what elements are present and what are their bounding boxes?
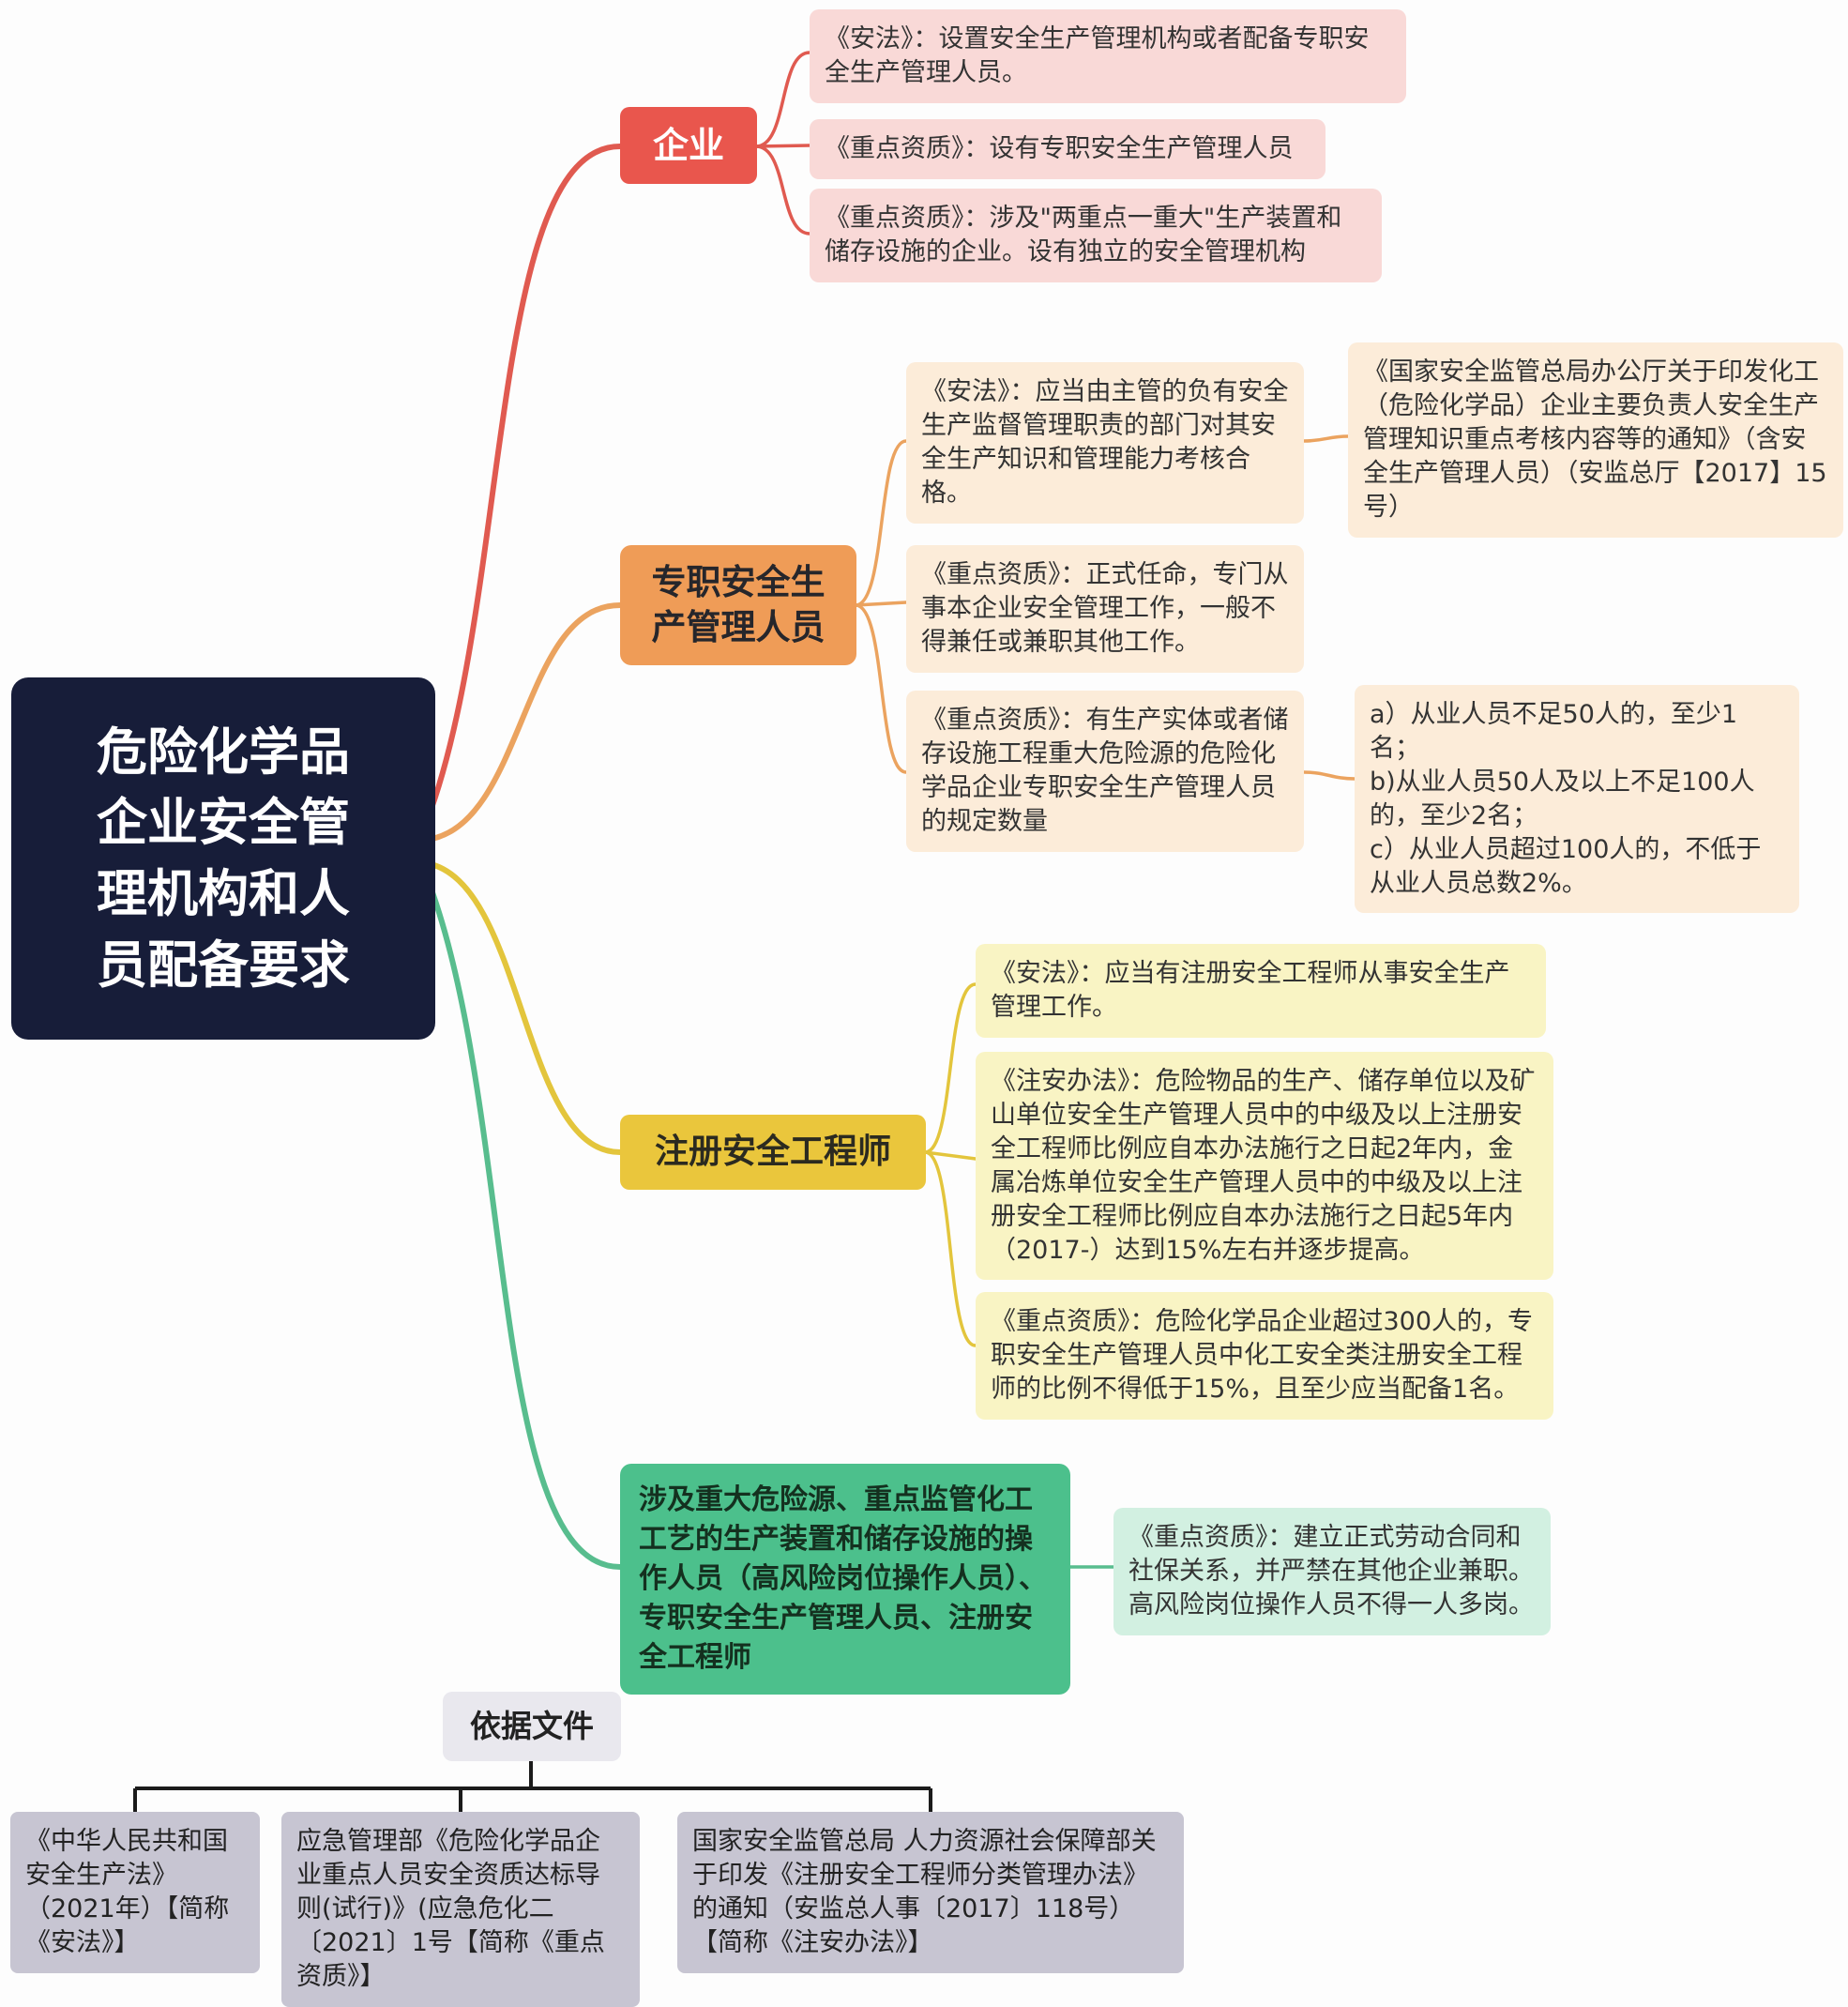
- fulltime-item-1: 《安法》：应当由主管的负有安全生产监督管理职责的部门对其安全生产知识和管理能力考…: [906, 362, 1304, 524]
- connector-engineer-item1: [923, 982, 977, 1154]
- connector-fulltime-item1: [854, 439, 908, 607]
- connector-fulltime-note1: [1302, 434, 1350, 443]
- connector-enterprise-item1: [754, 51, 811, 148]
- fulltime-item-3: 《重点资质》：有生产实体或者储存设施工程重大危险源的危险化学品企业专职安全生产管…: [906, 691, 1304, 852]
- enterprise-item-3: 《重点资质》：涉及"两重点一重大"生产装置和储存设施的企业。设有独立的安全管理机…: [810, 189, 1382, 282]
- fulltime-note-2: a）从业人员不足50人的，至少1名； b)从业人员50人及以上不足100人的，至…: [1355, 685, 1799, 914]
- engineer-item-1: 《安法》：应当有注册安全工程师从事安全生产管理工作。: [976, 944, 1546, 1038]
- reference-doc-3: 国家安全监管总局 人力资源社会保障部关于印发《注册安全工程师分类管理办法》的通知…: [677, 1812, 1184, 1973]
- connector-root-enterprise: [424, 144, 623, 824]
- fulltime-note-1: 《国家安全监管总局办公厅关于印发化工（危险化学品）企业主要负责人安全生产管理知识…: [1348, 342, 1843, 538]
- connector-engineer-item3: [923, 1150, 977, 1347]
- reference-label: 依据文件: [443, 1692, 621, 1761]
- connector-fulltime-item2: [854, 601, 908, 607]
- fulltime-item-2: 《重点资质》：正式任命，专门从事本企业安全管理工作，一般不得兼任或兼职其他工作。: [906, 545, 1304, 673]
- root-topic: 危险化学品企业安全管理机构和人员配备要求: [11, 677, 435, 1040]
- branch-fulltime-label: 专职安全生产管理人员: [620, 545, 856, 665]
- highrisk-item-1: 《重点资质》：建立正式劳动合同和社保关系，并严禁在其他企业兼职。高风险岗位操作人…: [1113, 1508, 1551, 1635]
- branch-highrisk-label: 涉及重大危险源、重点监管化工工艺的生产装置和储存设施的操作人员（高风险岗位操作人…: [620, 1464, 1070, 1695]
- connector-enterprise-item2: [754, 144, 811, 148]
- connector-enterprise-item3: [754, 144, 811, 236]
- connector-fulltime-note2: [1302, 770, 1356, 781]
- engineer-item-3: 《重点资质》：危险化学品企业超过300人的，专职安全生产管理人员中化工安全类注册…: [976, 1292, 1553, 1420]
- connector-root-highrisk: [424, 874, 623, 1570]
- connector-fulltime-item3: [854, 603, 908, 774]
- connector-root-engineer: [424, 860, 623, 1155]
- reference-doc-1: 《中华人民共和国安全生产法》（2021年）【简称《安法》】: [10, 1812, 260, 1973]
- connector-engineer-item2: [923, 1150, 977, 1161]
- enterprise-item-1: 《安法》：设置安全生产管理机构或者配备专职安全生产管理人员。: [810, 9, 1406, 103]
- connector-root-fulltime: [424, 602, 623, 843]
- branch-engineer-label: 注册安全工程师: [620, 1115, 926, 1190]
- reference-doc-2: 应急管理部《危险化学品企业重点人员安全资质达标导则(试行)》(应急危化二〔202…: [281, 1812, 640, 2007]
- engineer-item-2: 《注安办法》：危险物品的生产、储存单位以及矿山单位安全生产管理人员中的中级及以上…: [976, 1052, 1553, 1281]
- enterprise-item-2: 《重点资质》：设有专职安全生产管理人员: [810, 119, 1325, 179]
- branch-enterprise-label: 企业: [620, 107, 757, 184]
